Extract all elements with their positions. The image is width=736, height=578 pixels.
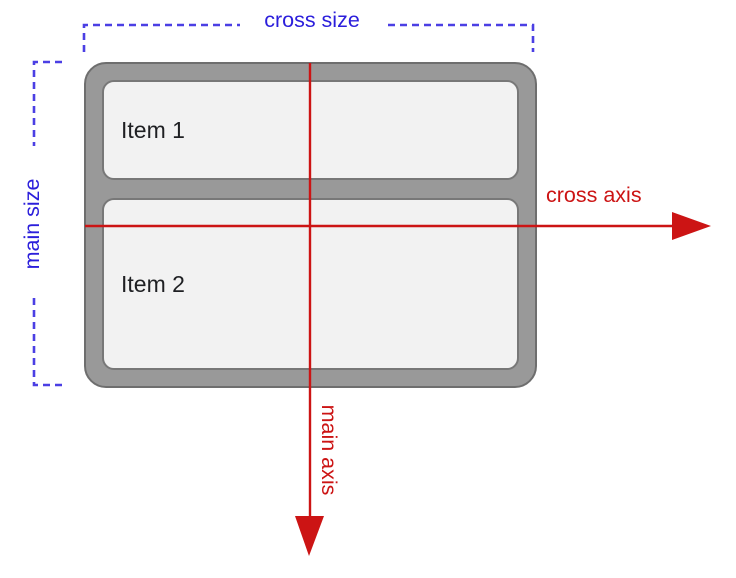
main-axis-label: main axis — [317, 404, 341, 496]
flex-item-1: Item 1 — [102, 80, 519, 180]
flex-item-2: Item 2 — [102, 198, 519, 370]
flex-item-1-label: Item 1 — [121, 116, 185, 143]
cross-axis-arrowhead — [672, 212, 711, 240]
flex-item-2-label: Item 2 — [121, 270, 185, 297]
cross-size-label: cross size — [264, 8, 360, 32]
main-size-label: main size — [20, 178, 44, 270]
flex-container: Item 1 Item 2 — [84, 62, 537, 388]
main-axis-arrowhead — [295, 516, 324, 556]
cross-axis-label: cross axis — [546, 183, 642, 207]
